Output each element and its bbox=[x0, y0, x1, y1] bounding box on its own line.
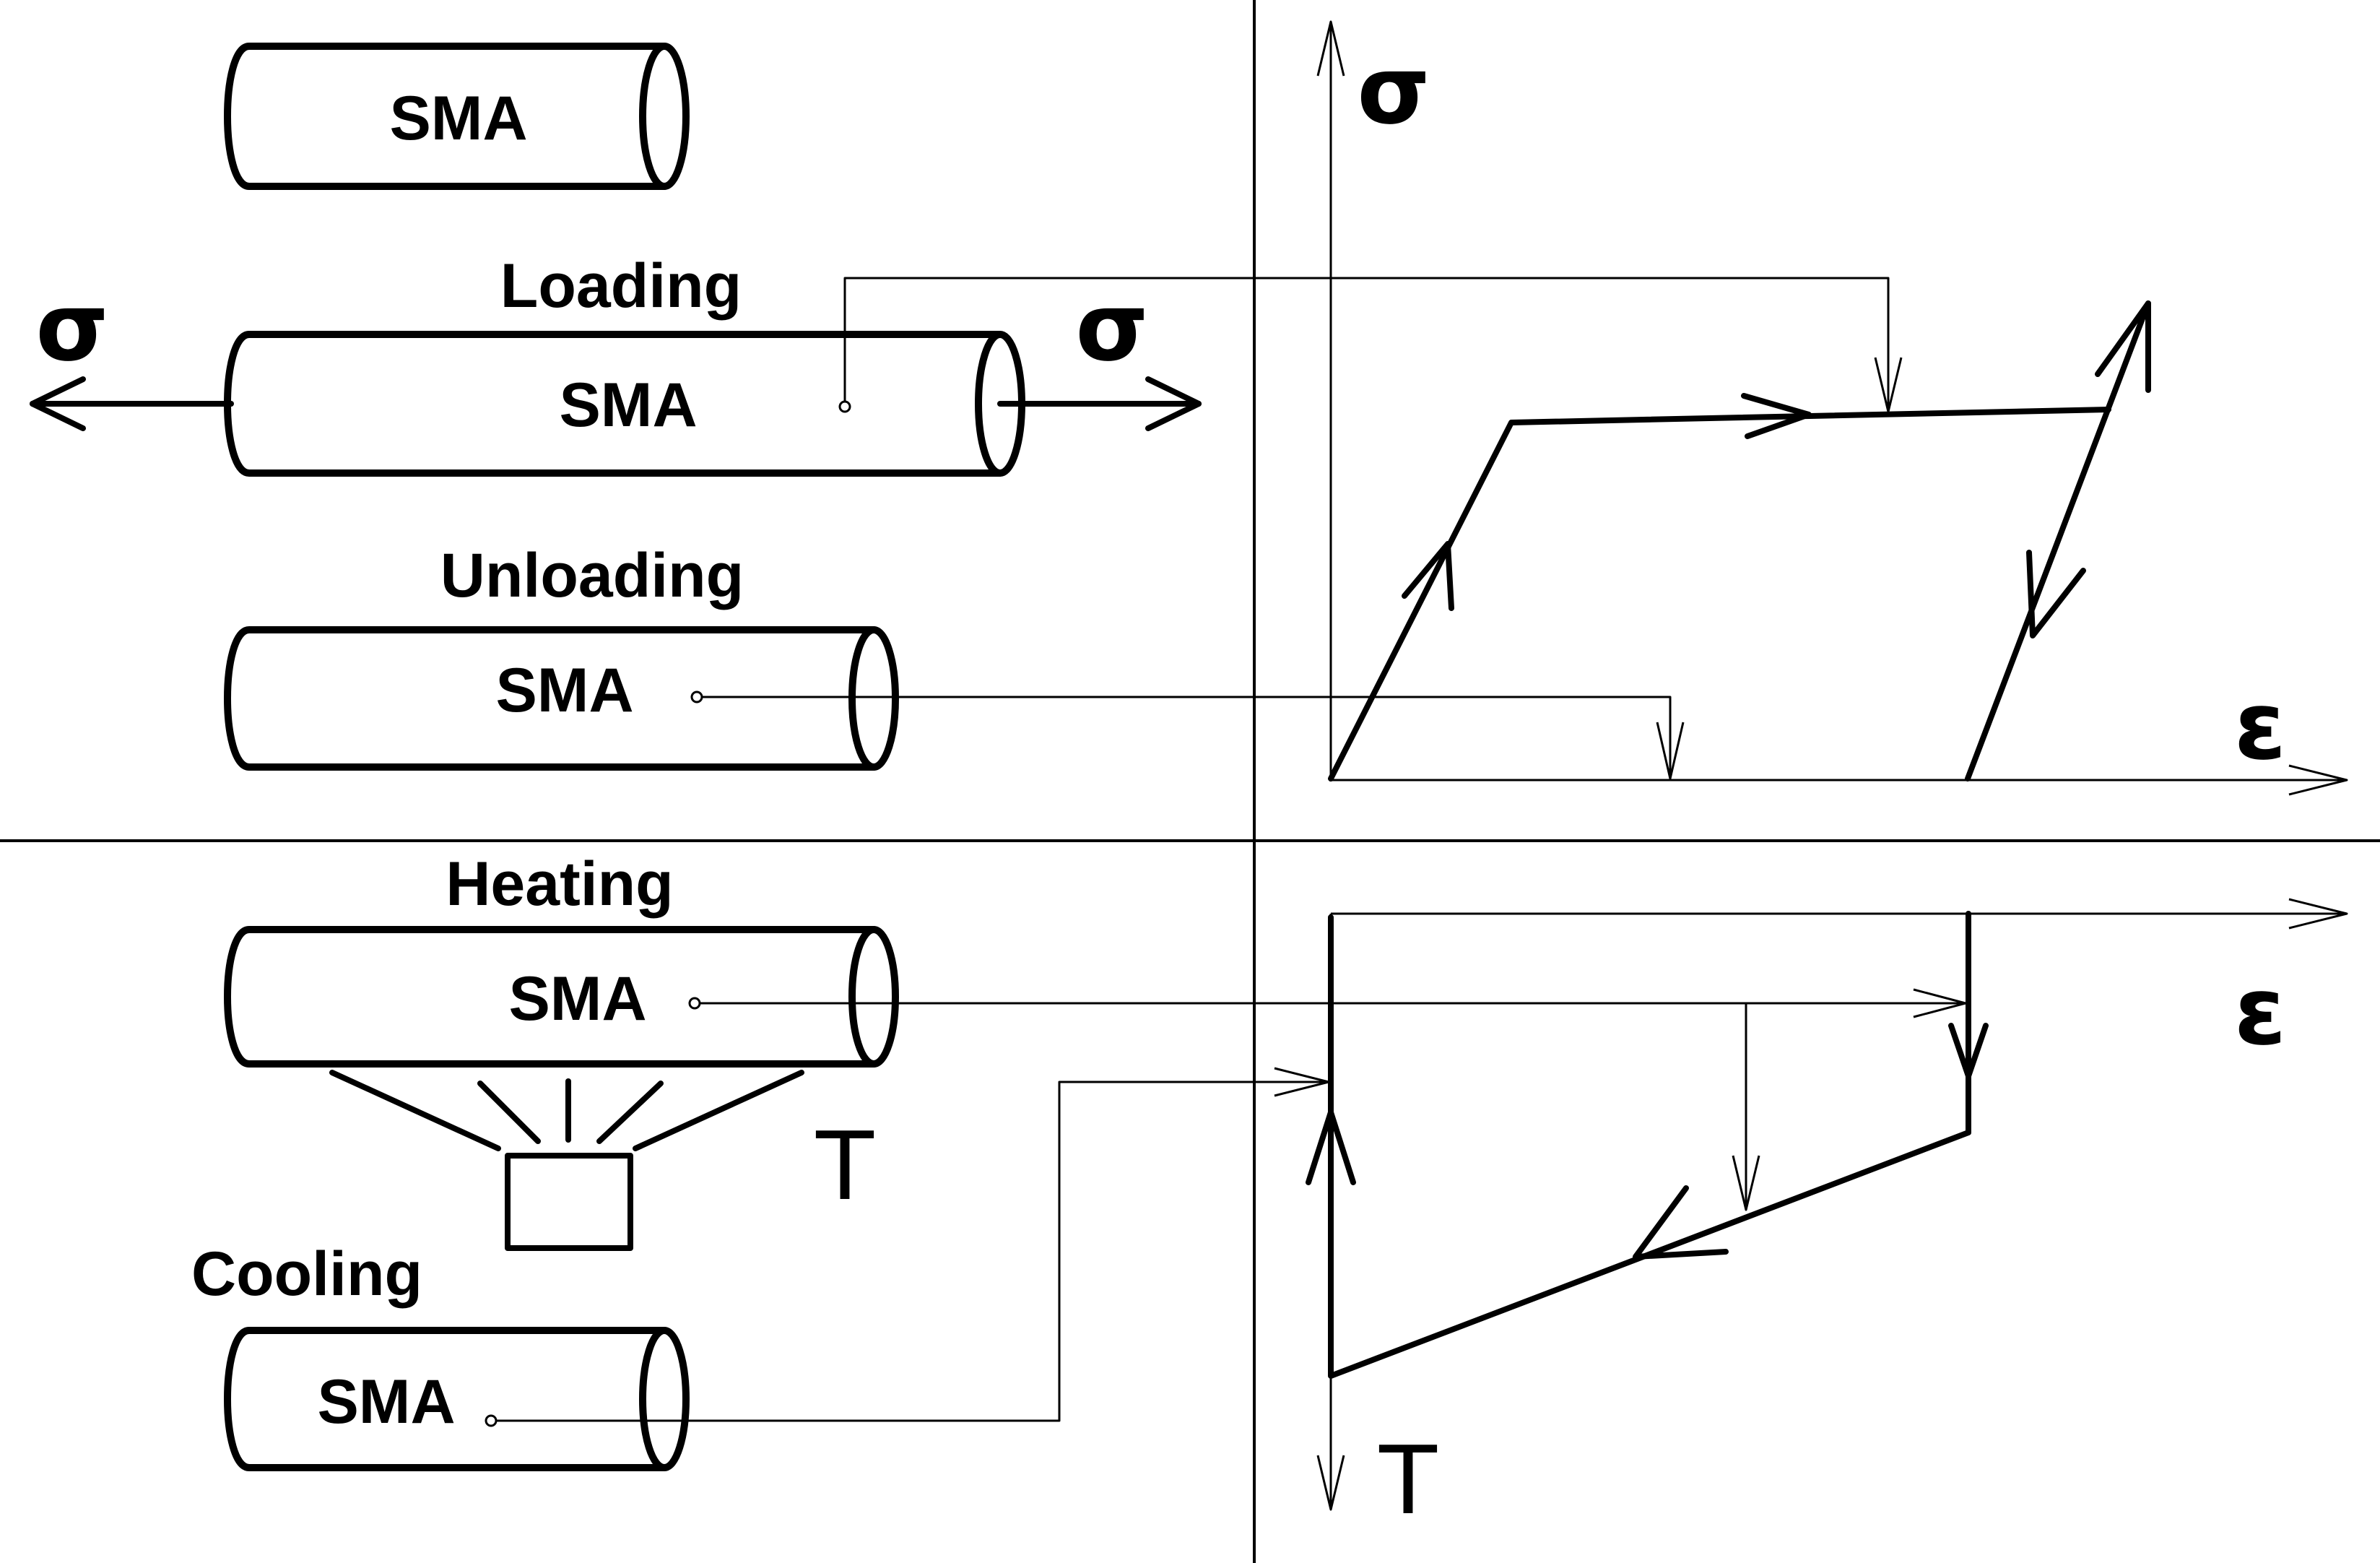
heating-label: Heating bbox=[446, 849, 673, 919]
sma-label-heating: SMA bbox=[508, 964, 646, 1034]
sigma-right-label: σ bbox=[1075, 272, 1148, 382]
sma-cylinder-unloading: SMA bbox=[224, 626, 899, 771]
sma-cylinder-heating: SMA bbox=[224, 926, 899, 1068]
epsilon-axis-label-bottom: ε bbox=[2234, 956, 2286, 1066]
sigma-left-label: σ bbox=[35, 272, 108, 382]
strain-temperature-curve bbox=[1306, 911, 1989, 1379]
strain-axis-bottom bbox=[1331, 898, 2348, 930]
temperature-axis-label: T bbox=[1378, 1426, 1437, 1536]
cooling-label: Cooling bbox=[191, 1239, 422, 1309]
sma-label-loading: SMA bbox=[559, 371, 697, 440]
stress-arrow-left bbox=[30, 376, 234, 431]
sma-cylinder-loading: SMA bbox=[224, 331, 1025, 477]
sigma-axis bbox=[1316, 20, 1345, 782]
loading-leader-line bbox=[838, 277, 1903, 413]
sma-cylinder-cooling: SMA bbox=[224, 1327, 690, 1471]
stress-strain-curve bbox=[1328, 300, 2151, 782]
sma-label-unloading: SMA bbox=[495, 656, 633, 725]
strain-axis-top bbox=[1331, 764, 2348, 796]
unloading-label: Unloading bbox=[440, 541, 744, 610]
sma-cylinder-initial: SMA bbox=[224, 43, 690, 190]
loading-label: Loading bbox=[500, 251, 742, 321]
heater-temperature-label: T bbox=[815, 1112, 874, 1221]
cooling-leader-line bbox=[485, 1067, 1330, 1427]
stress-arrow-right bbox=[997, 376, 1202, 431]
sma-label-initial: SMA bbox=[389, 84, 527, 153]
epsilon-axis-label-top: ε bbox=[2234, 671, 2286, 781]
unloading-leader-line bbox=[690, 690, 1685, 780]
heating-leader-line bbox=[688, 988, 1967, 1211]
sigma-axis-label: σ bbox=[1357, 35, 1430, 145]
heater-icon bbox=[329, 1070, 804, 1251]
sma-label-cooling: SMA bbox=[317, 1367, 455, 1437]
